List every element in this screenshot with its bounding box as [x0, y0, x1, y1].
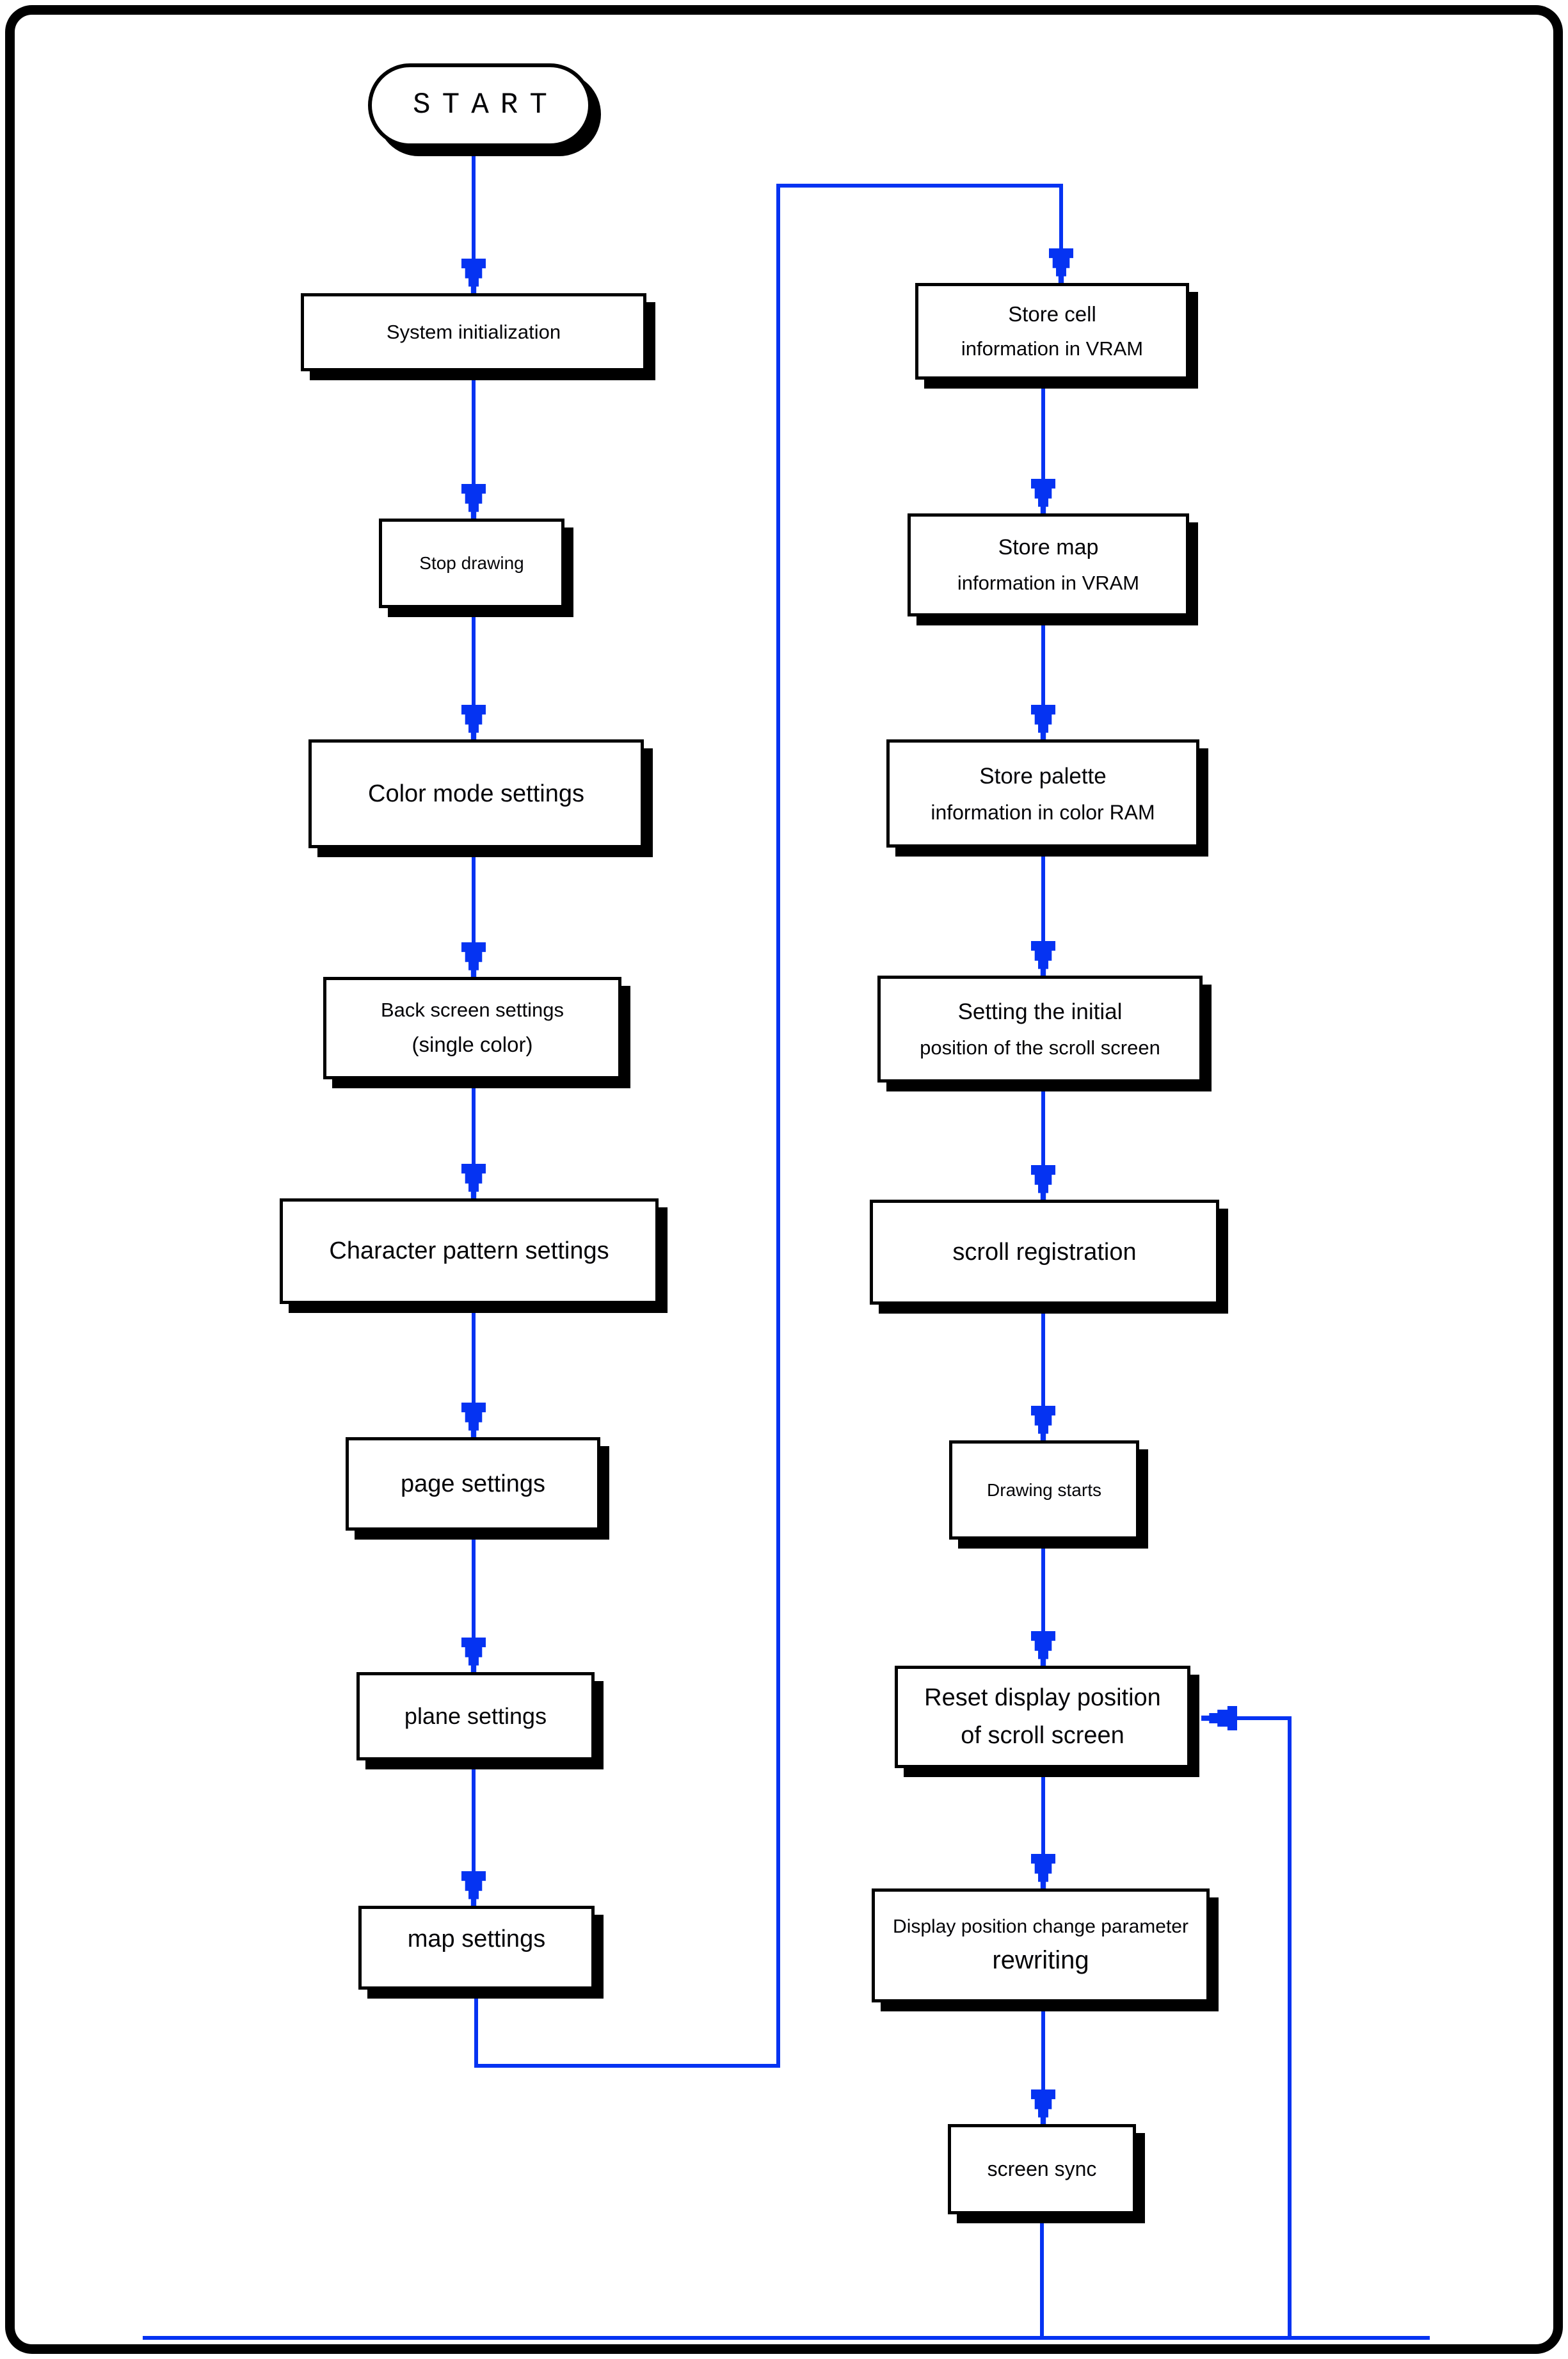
node-label-line2: information in color RAM	[931, 801, 1155, 825]
node-label: scroll registration	[952, 1238, 1137, 1266]
node-label-line2: rewriting	[992, 1945, 1089, 1974]
node-plane-settings: plane settings	[356, 1672, 595, 1760]
node-label: Store palette	[979, 763, 1107, 789]
node-screen-sync: screen sync	[948, 2124, 1136, 2214]
connector-entry-store-cell	[1059, 186, 1063, 284]
connector-start-to-system-init	[472, 144, 476, 294]
connector-map-settings-down	[474, 1988, 478, 2068]
node-label: Store map	[998, 535, 1099, 560]
node-display-position-change-parameter: Display position change parameter rewrit…	[872, 1888, 1210, 2002]
connector-line	[1041, 846, 1045, 977]
node-label: Color mode settings	[368, 780, 584, 807]
connector-line	[472, 846, 476, 978]
connector-screen-sync-down	[1040, 2214, 1044, 2340]
page-border-frame	[5, 5, 1563, 2354]
node-scroll-registration: scroll registration	[870, 1200, 1219, 1305]
node-label: Reset display position	[924, 1684, 1161, 1712]
start-label: START	[412, 88, 559, 122]
start-node: START	[368, 63, 592, 147]
node-page-settings: page settings	[346, 1437, 600, 1531]
node-label: Back screen settings	[380, 998, 564, 1021]
connector-top-horizontal	[776, 184, 1063, 188]
node-system-initialization: System initialization	[301, 293, 646, 371]
connector-line	[472, 1078, 476, 1200]
node-label-line2: information in VRAM	[961, 337, 1144, 360]
node-label: Display position change parameter	[893, 1915, 1188, 1937]
node-label: Stop drawing	[419, 553, 524, 574]
connector-bottom-long-line	[143, 2336, 1430, 2340]
node-label-line2: of scroll screen	[961, 1722, 1124, 1749]
connector-line	[1041, 1082, 1045, 1201]
node-label-line2: (single color)	[412, 1033, 533, 1057]
node-label: page settings	[400, 1470, 546, 1497]
node-label: Setting the initial	[957, 999, 1123, 1025]
node-label: plane settings	[404, 1703, 547, 1730]
node-label: Character pattern settings	[329, 1237, 609, 1265]
node-label: Drawing starts	[987, 1479, 1101, 1500]
connector-mid-vertical	[776, 184, 780, 2068]
connector-line	[1041, 2001, 1045, 2125]
node-store-palette-color-ram: Store palette information in color RAM	[886, 739, 1199, 848]
connector-line	[1041, 616, 1045, 741]
connector-line	[472, 1759, 476, 1907]
node-store-map-vram: Store map information in VRAM	[908, 513, 1189, 616]
node-label-line2: information in VRAM	[957, 572, 1140, 595]
connector-line	[1041, 379, 1045, 515]
node-drawing-starts: Drawing starts	[949, 1440, 1139, 1540]
node-label: map settings	[407, 1926, 546, 1953]
connector-line	[1041, 1306, 1045, 1442]
node-label: Store cell	[1008, 302, 1096, 326]
node-setting-initial-scroll-position: Setting the initial position of the scro…	[877, 976, 1203, 1083]
connector-loop-into-reset	[1235, 1716, 1292, 1720]
connector-bottom-horizontal	[474, 2064, 780, 2068]
node-character-pattern-settings: Character pattern settings	[280, 1198, 659, 1304]
node-color-mode-settings: Color mode settings	[308, 739, 644, 848]
node-label: screen sync	[987, 2157, 1097, 2181]
node-reset-display-position: Reset display position of scroll screen	[895, 1666, 1190, 1768]
node-map-settings: map settings	[358, 1906, 595, 1990]
connector-line	[472, 1530, 476, 1673]
node-stop-drawing: Stop drawing	[379, 519, 564, 608]
connector-line	[472, 1304, 476, 1438]
connector-line	[1041, 1769, 1045, 1890]
node-label: System initialization	[386, 320, 561, 343]
connector-line	[1041, 1539, 1045, 1667]
connector-line	[472, 370, 476, 520]
connector-line	[472, 607, 476, 741]
node-label-line2: position of the scroll screen	[920, 1036, 1160, 1059]
node-store-cell-vram: Store cell information in VRAM	[915, 283, 1189, 380]
node-back-screen-settings: Back screen settings (single color)	[323, 977, 621, 1079]
connector-loop-right-vertical	[1288, 1717, 1292, 2340]
